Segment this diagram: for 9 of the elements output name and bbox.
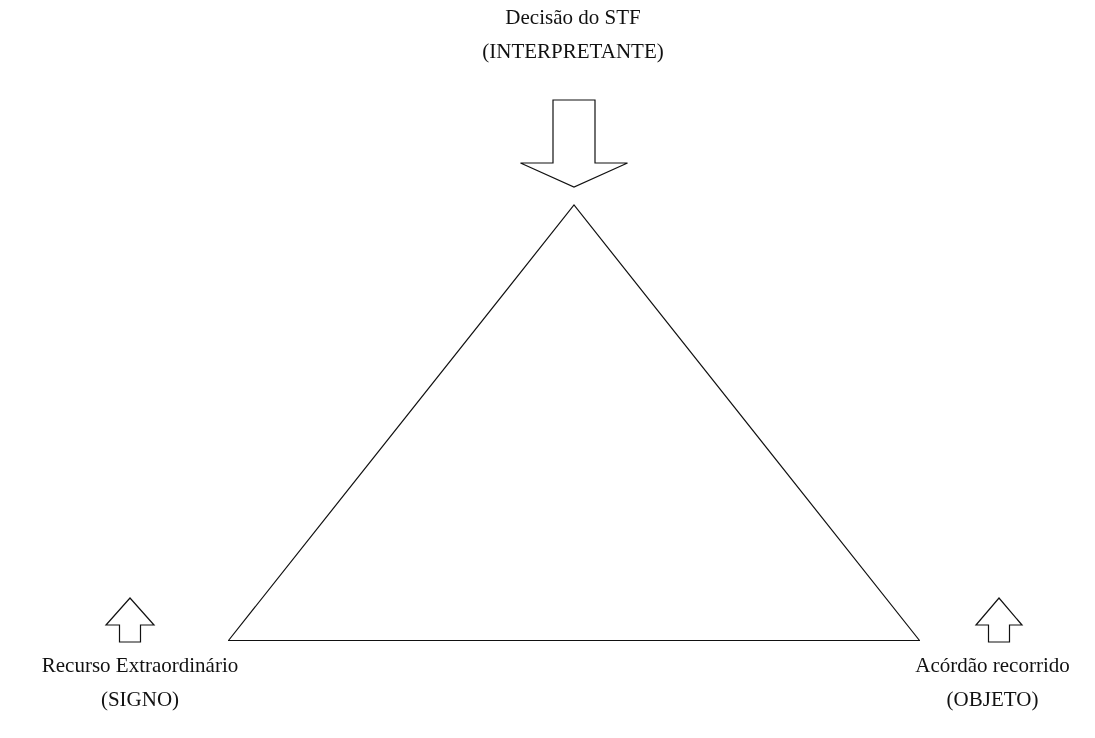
block-arrow (104, 597, 156, 643)
node-label: (INTERPRETANTE) (481, 38, 665, 65)
block-arrow (974, 597, 1024, 643)
node-label: Decisão do STF (504, 4, 642, 31)
node-label: Recurso Extraordinário (40, 652, 240, 679)
block-arrow (519, 99, 629, 188)
node-label: (OBJETO) (945, 686, 1040, 713)
node-label: (SIGNO) (99, 686, 181, 713)
node-label: Acórdão recorrido (914, 652, 1071, 679)
